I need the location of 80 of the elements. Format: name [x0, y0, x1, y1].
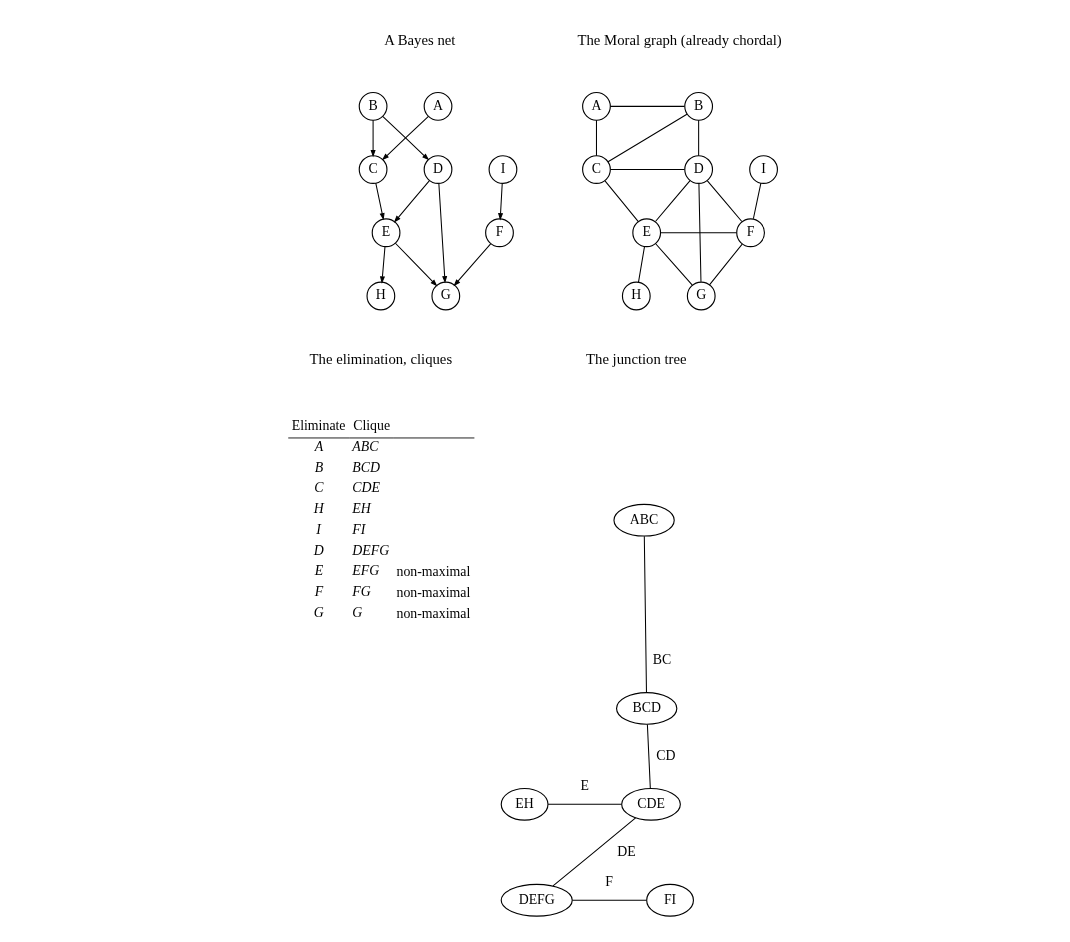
- label: EH: [352, 501, 371, 517]
- connector: [706, 180, 743, 223]
- label: non-maximal: [396, 605, 471, 621]
- node-circle: B: [358, 91, 388, 121]
- connector: [660, 232, 738, 234]
- label: FI: [352, 521, 366, 537]
- connector: [547, 803, 622, 805]
- label: G: [352, 605, 363, 621]
- label: H: [313, 501, 324, 517]
- node-ellipse: EH: [500, 787, 549, 821]
- label: A: [314, 438, 324, 454]
- connector: [708, 243, 743, 286]
- connector: [595, 119, 597, 157]
- connector: [571, 899, 647, 901]
- label: Clique: [353, 418, 391, 433]
- edge-label: BC: [652, 651, 672, 667]
- label: Eliminate: [291, 418, 346, 433]
- label: F: [314, 584, 324, 600]
- label: C: [314, 480, 324, 496]
- node-ellipse: CDE: [621, 787, 681, 821]
- connector: [654, 180, 691, 223]
- node-circle: A: [423, 91, 453, 121]
- label: DEFG: [352, 542, 390, 558]
- label: BCD: [352, 459, 380, 475]
- node-circle: C: [582, 155, 611, 184]
- label: I: [316, 521, 322, 537]
- connector: [552, 817, 637, 887]
- edge-label: CD: [656, 747, 676, 763]
- connector: [698, 183, 702, 283]
- node-circle: I: [488, 155, 518, 184]
- label: The elimination, cliques: [309, 351, 453, 368]
- connector: [646, 723, 651, 789]
- node-circle: G: [686, 281, 716, 311]
- label: ABC: [352, 438, 379, 454]
- arrow: [393, 180, 430, 223]
- label: D: [313, 542, 324, 558]
- arrow: [394, 242, 438, 287]
- label: E: [314, 563, 324, 579]
- connector: [609, 105, 686, 107]
- connector: [752, 182, 762, 220]
- label: A Bayes net: [384, 31, 456, 48]
- label: non-maximal: [396, 585, 471, 601]
- label: FG: [352, 584, 371, 600]
- label: CDE: [352, 480, 380, 496]
- connector: [609, 169, 686, 171]
- node-circle: F: [485, 218, 514, 248]
- label: non-maximal: [396, 564, 471, 580]
- connector: [654, 243, 693, 286]
- label: B: [314, 459, 324, 475]
- arrow: [438, 183, 448, 284]
- arrow: [379, 246, 386, 284]
- node-circle: H: [621, 281, 651, 311]
- node-ellipse: ABC: [613, 503, 675, 537]
- node-circle: E: [371, 218, 401, 248]
- node-circle: H: [366, 281, 396, 311]
- node-circle: D: [684, 155, 714, 184]
- connector: [643, 535, 647, 693]
- label: EFG: [352, 563, 380, 579]
- label: The Moral graph (already chordal): [577, 31, 782, 48]
- node-ellipse: DEFG: [500, 883, 573, 917]
- edge-label: DE: [617, 843, 636, 859]
- connector: [638, 246, 645, 283]
- node-circle: F: [736, 218, 765, 248]
- label: The junction tree: [586, 351, 687, 368]
- node-circle: A: [582, 91, 611, 121]
- connector: [698, 119, 700, 157]
- label: G: [313, 605, 324, 621]
- edge-label: E: [580, 778, 589, 794]
- edge-label: F: [605, 874, 613, 890]
- arrow: [370, 119, 376, 158]
- connector: [607, 113, 688, 163]
- arrow: [453, 243, 492, 287]
- arrow: [375, 182, 385, 221]
- node-circle: I: [749, 155, 778, 184]
- node-circle: E: [632, 218, 662, 248]
- node-ellipse: FI: [646, 883, 694, 917]
- arrow: [498, 182, 504, 221]
- node-circle: B: [684, 91, 714, 121]
- node-ellipse: BCD: [616, 692, 678, 725]
- connector: [604, 180, 639, 223]
